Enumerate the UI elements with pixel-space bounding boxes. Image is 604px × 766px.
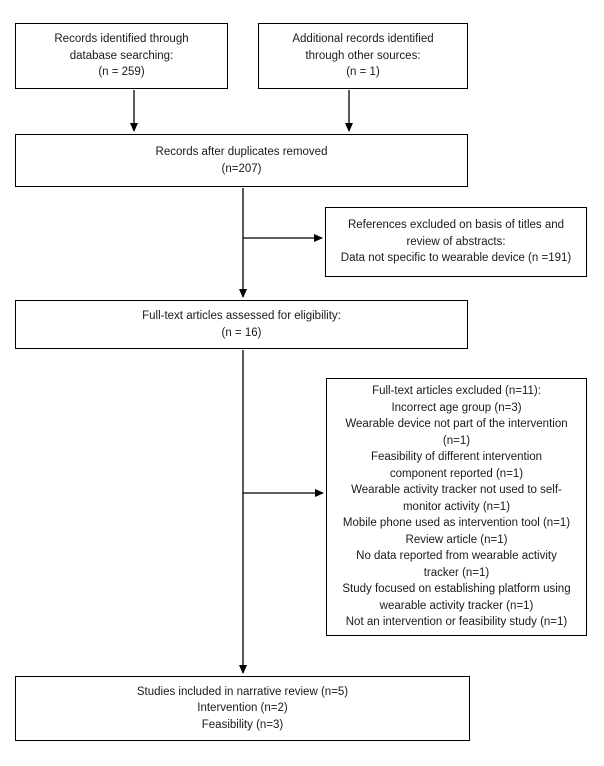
node-text-line: Study focused on establishing platform u… bbox=[342, 583, 571, 596]
node-text-line: through other sources: bbox=[305, 49, 421, 62]
node-records-identified: Records identified through database sear… bbox=[15, 23, 228, 89]
node-references-excluded: References excluded on basis of titles a… bbox=[325, 207, 587, 277]
node-text-line: Feasibility of different intervention bbox=[370, 451, 543, 464]
node-text-line: Review article (n=1) bbox=[405, 533, 508, 546]
node-text-line: wearable activity tracker (n=1) bbox=[379, 599, 534, 612]
node-count-line: (n = 16) bbox=[221, 326, 262, 339]
node-text-line: (n=1) bbox=[442, 434, 471, 447]
node-text-line: Data not specific to wearable device (n … bbox=[340, 252, 572, 265]
node-duplicates-removed: Records after duplicates removed (n=207) bbox=[15, 134, 468, 187]
node-text-line: component reported (n=1) bbox=[389, 467, 524, 480]
node-text-line: Wearable activity tracker not used to se… bbox=[351, 484, 562, 497]
node-text-line: Not an intervention or feasibility study… bbox=[345, 616, 568, 629]
node-text-line: Records after duplicates removed bbox=[155, 146, 328, 158]
node-text-line: monitor activity (n=1) bbox=[402, 500, 511, 513]
node-text-line: Intervention (n=2) bbox=[197, 702, 288, 715]
node-text-line: Full-text articles excluded (n=11): bbox=[372, 385, 541, 398]
node-text-line: References excluded on basis of titles a… bbox=[347, 219, 565, 232]
node-text-line: No data reported from wearable activity bbox=[356, 550, 557, 563]
node-additional-records: Additional records identified through ot… bbox=[258, 23, 468, 89]
node-fulltext-assessed: Full-text articles assessed for eligibil… bbox=[15, 300, 468, 349]
node-count-line: (n = 1) bbox=[346, 66, 380, 79]
node-text-line: Feasibility (n=3) bbox=[201, 718, 284, 731]
node-text-line: Full-text articles assessed for eligibil… bbox=[142, 310, 341, 322]
node-count-line: (n = 259) bbox=[98, 66, 145, 79]
node-text-line: database searching: bbox=[69, 49, 174, 62]
node-count-line: (n=207) bbox=[221, 162, 262, 175]
node-text-line: tracker (n=1) bbox=[423, 566, 490, 579]
node-text-line: Wearable device not part of the interven… bbox=[345, 418, 568, 431]
node-text-line: review of abstracts: bbox=[406, 235, 506, 248]
node-text-line: Studies included in narrative review (n=… bbox=[136, 685, 349, 698]
node-text-line: Additional records identified bbox=[292, 33, 434, 46]
node-studies-included: Studies included in narrative review (n=… bbox=[15, 676, 470, 741]
node-text-line: Incorrect age group (n=3) bbox=[391, 401, 522, 414]
node-fulltext-excluded: Full-text articles excluded (n=11): Inco… bbox=[326, 378, 587, 636]
node-text-line: Records identified through bbox=[54, 33, 189, 46]
node-text-line: Mobile phone used as intervention tool (… bbox=[342, 517, 571, 530]
